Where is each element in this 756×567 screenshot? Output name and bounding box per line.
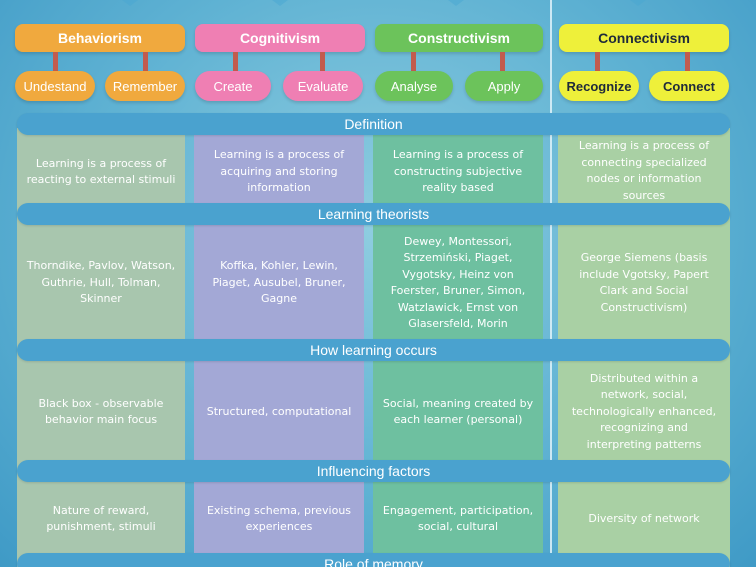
connector-stem <box>685 52 690 72</box>
connector-stem <box>233 52 238 72</box>
connector-stem <box>143 52 148 72</box>
section-definition-band: Definition <box>17 113 730 135</box>
pill-recognize: Recognize <box>559 71 639 101</box>
pill-understand: Undestand <box>15 71 95 101</box>
factors-cognitivism: Existing schema, previous experiences <box>206 503 352 534</box>
factors-behaviorism: Nature of reward, punishment, stimuli <box>46 503 156 534</box>
pill-connect: Connect <box>649 71 729 101</box>
top-arrow-decoration <box>114 0 146 6</box>
theorists-behaviorism: Thorndike, Pavlov, Watson, Guthrie, Hull… <box>26 259 176 306</box>
pill-remember: Remember <box>105 71 185 101</box>
top-arrow-decoration <box>264 0 296 6</box>
connectivism-divider <box>550 0 552 567</box>
pill-create: Create <box>195 71 271 101</box>
constructivism-header: Constructivism <box>375 24 543 52</box>
section-role-of-memory-band: Role of memory <box>17 553 730 567</box>
theorists-connectivism: George Siemens (basis include Vgotsky, P… <box>579 251 709 314</box>
how-behaviorism: Black box - observable behavior main foc… <box>38 396 164 427</box>
connector-stem <box>595 52 600 72</box>
definition-behaviorism: Learning is a process of reacting to ext… <box>26 156 176 187</box>
how-cognitivism: Structured, computational <box>206 404 352 418</box>
how-constructivism: Social, meaning created by each learner … <box>382 396 534 427</box>
definition-connectivism: Learning is a process of connecting spec… <box>578 139 710 202</box>
theorists-cognitivism: Koffka, Kohler, Lewin, Piaget, Ausubel, … <box>212 259 346 306</box>
top-arrow-decoration <box>440 0 472 6</box>
pill-apply: Apply <box>465 71 543 101</box>
factors-constructivism: Engagement, participation, social, cultu… <box>382 503 534 534</box>
connector-stem <box>53 52 58 72</box>
connectivism-header: Connectivism <box>559 24 729 52</box>
pill-analyse: Analyse <box>375 71 453 101</box>
connector-stem <box>411 52 416 72</box>
theorists-constructivism: Dewey, Montessori, Strzemiński, Piaget, … <box>390 234 526 331</box>
behaviorism-header: Behaviorism <box>15 24 185 52</box>
connector-stem <box>320 52 325 72</box>
definition-constructivism: Learning is a process of constructing su… <box>392 148 524 195</box>
factors-connectivism: Diversity of network <box>588 511 700 525</box>
connector-stem <box>500 52 505 72</box>
section-how-learning-occurs-band: How learning occurs <box>17 339 730 361</box>
top-arrow-decoration <box>622 0 654 6</box>
definition-cognitivism: Learning is a process of acquiring and s… <box>213 148 345 195</box>
how-connectivism: Distributed within a network, social, te… <box>571 371 717 451</box>
cognitivism-header: Cognitivism <box>195 24 365 52</box>
pill-evaluate: Evaluate <box>283 71 363 101</box>
section-learning-theorists-band: Learning theorists <box>17 203 730 225</box>
section-influencing-factors-band: Influencing factors <box>17 460 730 482</box>
